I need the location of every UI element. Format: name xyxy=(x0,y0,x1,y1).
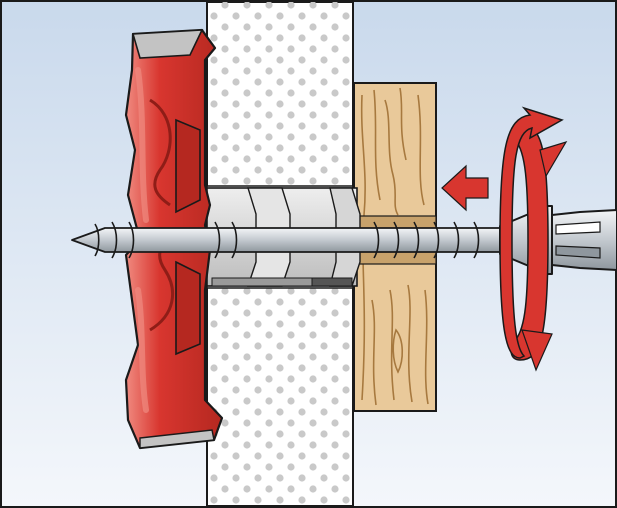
screwdriver-icon xyxy=(551,209,617,271)
push-direction-arrow-icon xyxy=(441,164,489,212)
rotation-arrow-icon xyxy=(499,106,568,372)
